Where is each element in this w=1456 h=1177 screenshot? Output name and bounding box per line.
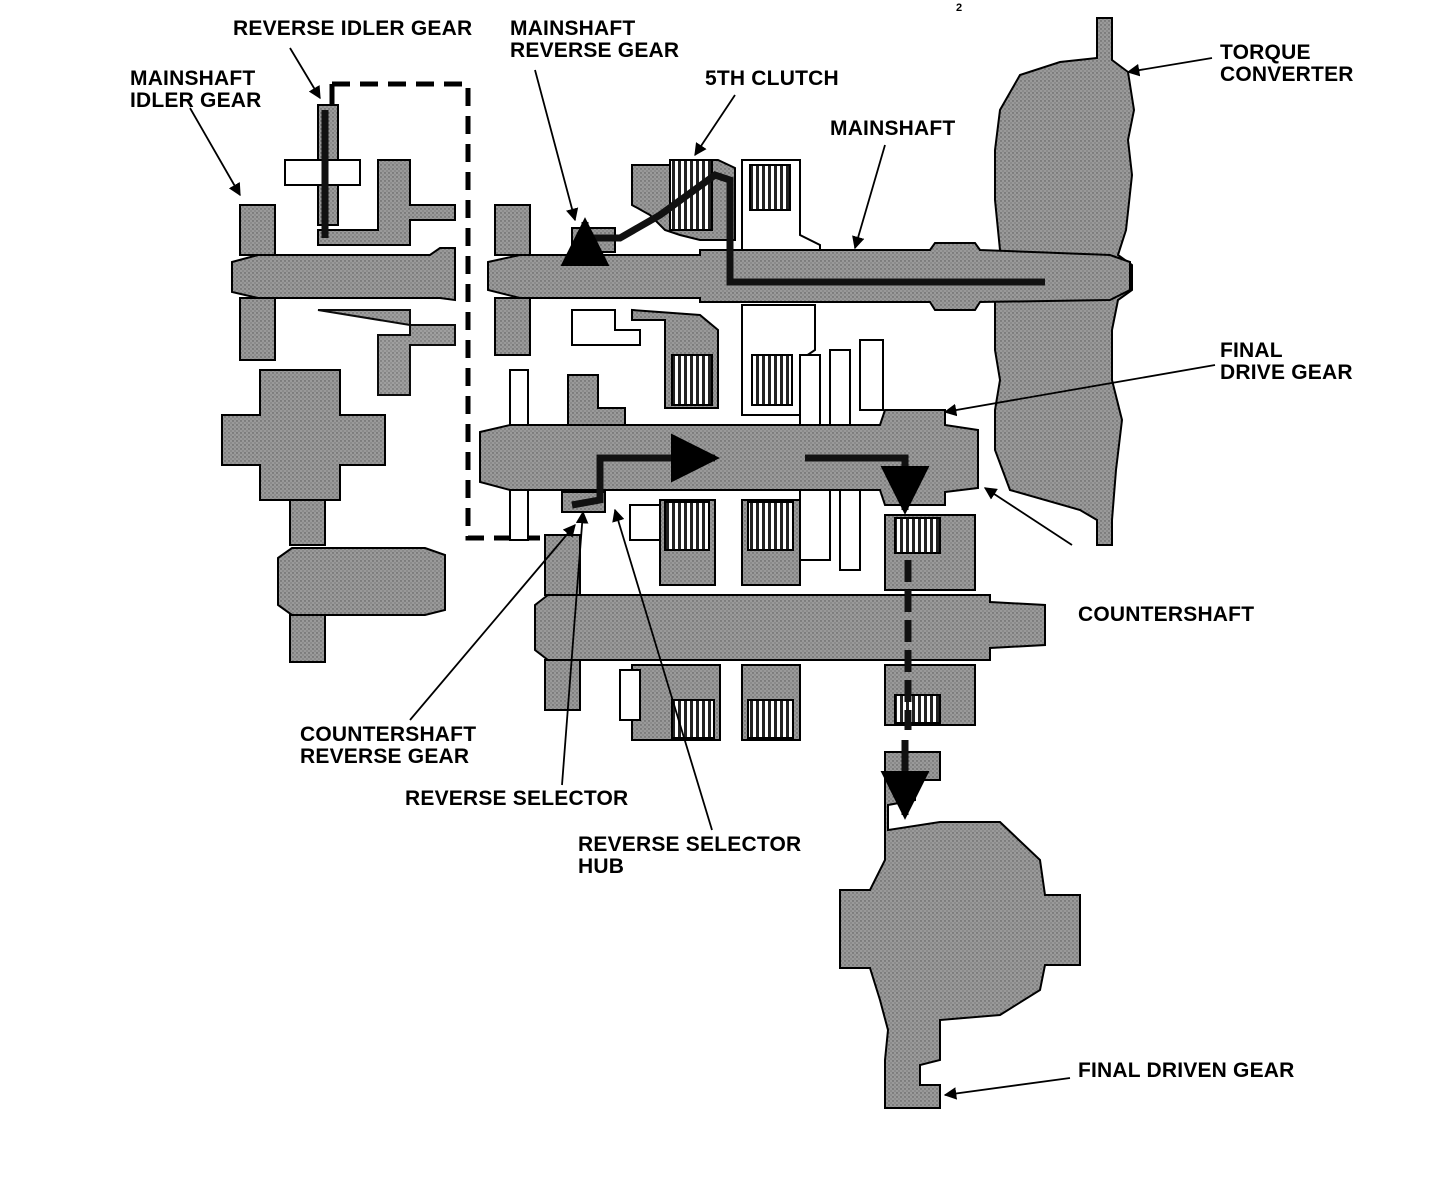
label-reverse-selector: REVERSE SELECTOR [405,787,629,810]
label-line: REVERSE GEAR [510,39,680,62]
label-line: REVERSE GEAR [300,745,470,768]
label-countershaft-reverse-gear: COUNTERSHAFT REVERSE GEAR [300,724,476,768]
secondary-shaft-assembly [534,499,1046,741]
label-line: MAINSHAFT [130,67,256,90]
label-mainshaft-reverse-gear: MAINSHAFT REVERSE GEAR [510,18,679,62]
page-mark: 2 [956,2,963,14]
label-countershaft: COUNTERSHAFT [1078,603,1255,626]
label-mainshaft: MAINSHAFT [830,117,956,140]
countershaft-assembly [479,339,979,571]
label-line: TORQUE [1220,41,1311,64]
label-line: DRIVE GEAR [1220,361,1353,384]
label-line: MAINSHAFT [510,17,636,40]
label-reverse-idler-gear: REVERSE IDLER GEAR [233,17,473,40]
label-line: FINAL [1220,339,1283,362]
reverse-path-outline [332,81,560,541]
label-reverse-selector-hub: REVERSE SELECTOR HUB [578,834,801,878]
label-final-driven-gear: FINAL DRIVEN GEAR [1078,1059,1295,1082]
label-mainshaft-idler-gear: MAINSHAFT IDLER GEAR [130,68,262,112]
label-line: CONVERTER [1220,63,1354,86]
label-final-drive-gear: FINAL DRIVE GEAR [1220,340,1353,384]
idler-shaft-module [221,104,456,663]
leader-lines [189,47,1216,1100]
label-line: IDLER GEAR [130,89,262,112]
label-line: REVERSE SELECTOR [578,833,802,856]
differential-assembly [839,751,1081,1109]
label-torque-converter: TORQUE CONVERTER [1220,42,1354,86]
label-line: HUB [578,855,625,878]
label-line: COUNTERSHAFT [300,723,477,746]
power-flow-path [321,110,1045,820]
label-fifth-clutch: 5TH CLUTCH [705,67,839,90]
